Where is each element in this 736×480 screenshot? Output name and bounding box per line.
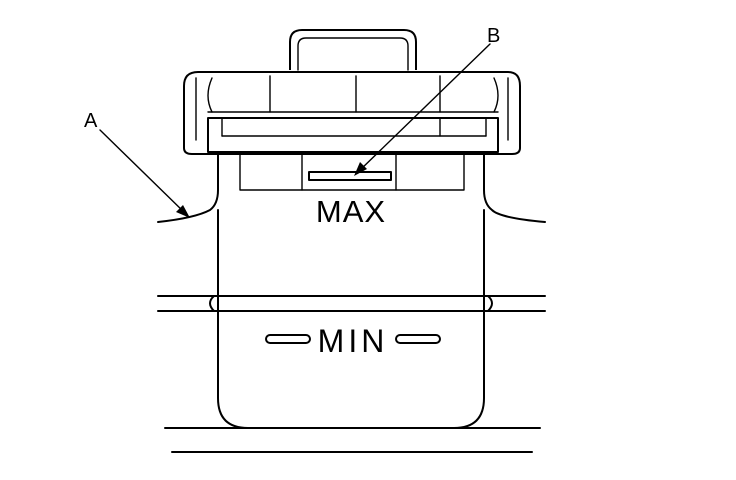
reservoir-cap bbox=[183, 29, 521, 155]
min-level-label: MIN bbox=[318, 323, 389, 359]
leader-b-arrowhead bbox=[354, 162, 367, 176]
base-lines bbox=[164, 427, 541, 453]
leader-a-arrowhead bbox=[176, 205, 190, 218]
min-level-mark bbox=[265, 334, 441, 344]
max-level-notch bbox=[308, 171, 392, 181]
filler-neck bbox=[239, 151, 465, 191]
leader-lines bbox=[99, 43, 491, 218]
leader-b bbox=[357, 43, 491, 173]
leader-a bbox=[99, 129, 187, 215]
reservoir-body bbox=[157, 209, 546, 429]
callout-b: B bbox=[487, 25, 500, 47]
mounting-surface bbox=[157, 151, 546, 223]
max-level-label: MAX bbox=[316, 194, 386, 229]
callout-a: A bbox=[84, 110, 98, 132]
